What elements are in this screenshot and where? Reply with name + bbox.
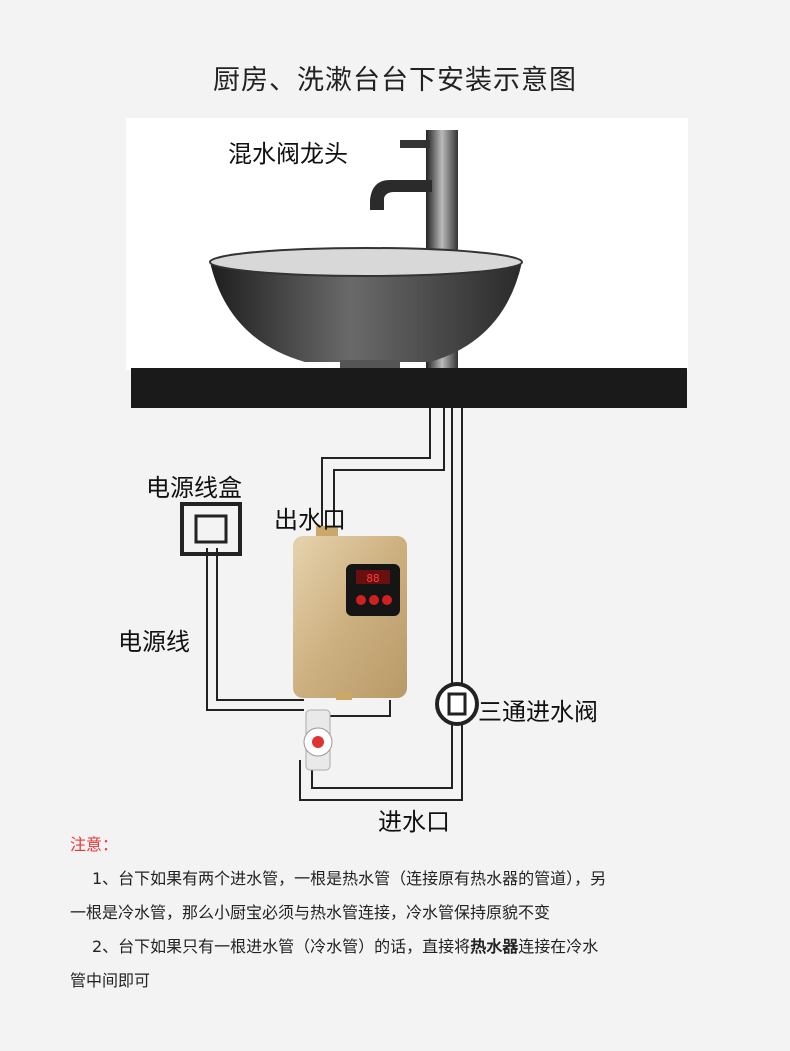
water-heater-icon: 88 <box>293 526 407 700</box>
label-outlet: 出水口 <box>274 506 346 534</box>
note-item-2-after: 连接在冷水管中间即可 <box>70 937 599 990</box>
note-item-2-bold: 热水器 <box>470 937 519 956</box>
label-power-box: 电源线盒 <box>146 474 242 502</box>
tee-valve-icon <box>435 682 479 726</box>
note-item-2: 2、台下如果只有一根进水管（冷水管）的话，直接将热水器连接在冷水管中间即可 <box>70 930 610 998</box>
basin-icon <box>209 247 523 370</box>
inlet-fitting-icon <box>303 709 333 771</box>
svg-text:88: 88 <box>366 572 379 585</box>
label-tee-valve: 三通进水阀 <box>478 698 598 726</box>
pipe-lines <box>206 408 463 801</box>
countertop <box>131 368 687 408</box>
note-item-1: 1、台下如果有两个进水管，一根是热水管（连接原有热水器的管道），另一根是冷水管，… <box>70 869 607 922</box>
label-inlet: 进水口 <box>378 808 450 836</box>
power-box-icon <box>180 502 242 556</box>
label-power-cord: 电源线 <box>118 628 190 656</box>
notes-section: 注意： 1、台下如果有两个进水管，一根是热水管（连接原有热水器的管道），另一根是… <box>70 828 610 998</box>
installation-diagram: 88 <box>131 130 687 801</box>
notes-heading: 注意： <box>70 835 119 854</box>
page-title: 厨房、洗漱台台下安装示意图 <box>213 65 577 96</box>
label-faucet: 混水阀龙头 <box>228 140 348 168</box>
note-item-2-before: 2、台下如果只有一根进水管（冷水管）的话，直接将 <box>92 937 471 956</box>
